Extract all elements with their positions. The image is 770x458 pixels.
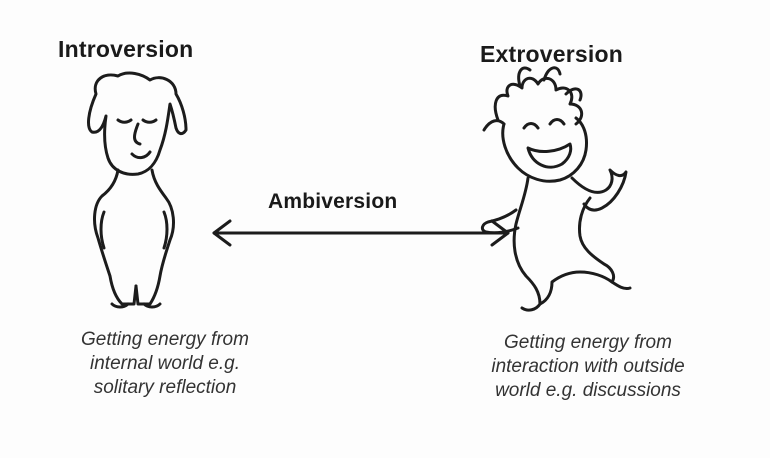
extrovert-head [501,116,588,183]
introvert-left-eye [116,118,133,124]
extrovert-foot [520,280,632,312]
introvert-feet [110,302,162,309]
introversion-caption-line-1: Getting energy from [81,329,249,350]
extroversion-caption-line-2: interaction with outside [491,356,685,377]
extroversion-caption: Getting energy from interaction with out… [452,331,724,403]
ambiversion-arrow [212,219,510,247]
ambiversion-label: Ambiversion [268,190,398,213]
extrovert-left-arm [480,208,520,235]
extrovert-hair [493,76,584,126]
extrovert-right-eye [548,118,566,126]
introversion-caption-line-2: internal world e.g. [90,353,240,374]
introvert-left-arm [99,210,106,250]
extrovert-right-arm [570,168,628,212]
extrovert-figure [480,66,632,312]
introvert-torso [93,168,138,306]
introvert-figure [87,71,188,309]
extrovert-torso [512,176,616,306]
extroversion-caption-line-1: Getting energy from [504,332,672,353]
introversion-caption: Getting energy from internal world e.g. … [40,328,290,400]
introversion-title: Introversion [58,36,194,62]
extrovert-mouth [526,142,573,169]
introvert-mouth [130,150,152,160]
introvert-head [87,71,188,176]
introvert-nose [133,122,142,146]
extrovert-left-eye [522,122,540,130]
introvert-right-eye [141,118,158,124]
extroversion-title: Extroversion [480,41,624,67]
introvert-right-arm [162,210,169,250]
introversion-caption-line-3: solitary reflection [93,377,237,398]
extroversion-caption-line-3: world e.g. discussions [495,380,681,401]
